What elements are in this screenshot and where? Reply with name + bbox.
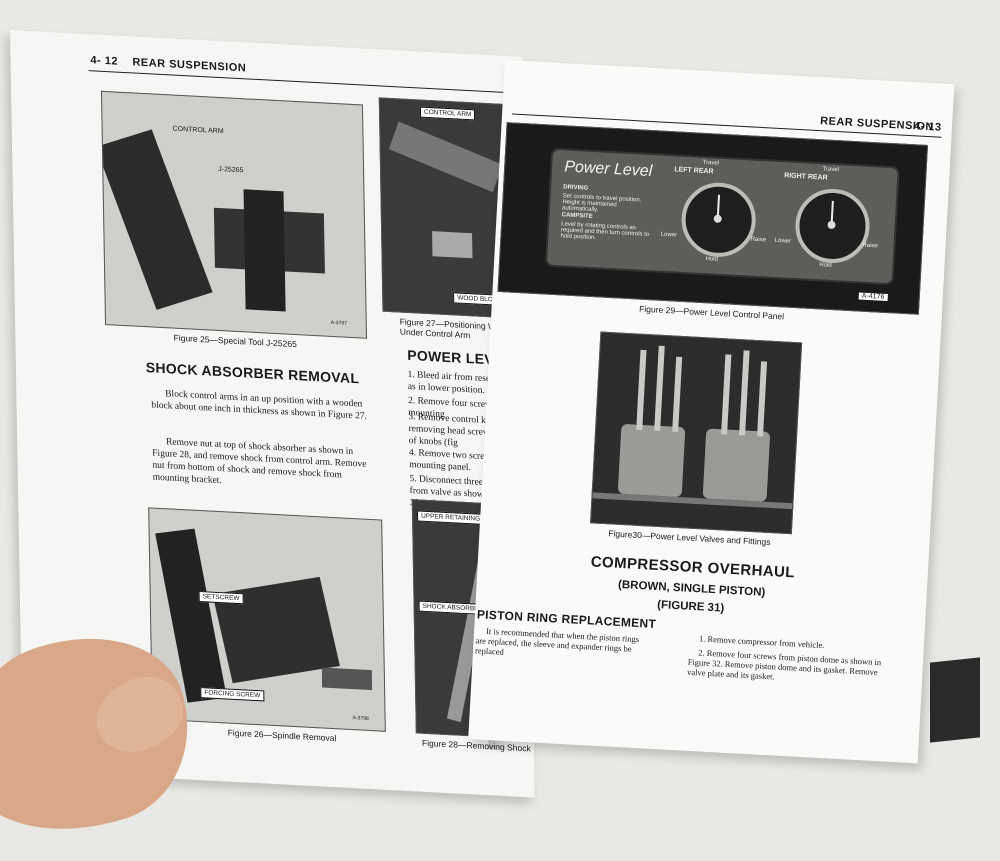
- panel-campsite-text: Level by rotating controls as required a…: [560, 221, 650, 242]
- right-rear-label: RIGHT REAR: [783, 172, 828, 182]
- left-header-rule: [88, 70, 509, 94]
- right-page: REAR SUSPENSION 4- 13 Power Level DRIVIN…: [468, 60, 955, 764]
- fig25-label-control-arm: CONTROL ARM: [172, 125, 224, 136]
- shock-paragraph-1: Block control arms in an up position wit…: [151, 389, 368, 422]
- left-dial-hold: Hold: [705, 256, 719, 263]
- fig25-code: A-3797: [330, 319, 347, 327]
- right-dial-travel: Travel: [822, 166, 840, 174]
- fig27-label-control-arm: CONTROL ARM: [419, 106, 476, 121]
- right-page-number: 4- 13: [913, 120, 942, 134]
- panel-title: Power Level: [563, 158, 653, 181]
- right-rear-dial: [793, 187, 872, 265]
- fig29-code: A-4176: [858, 292, 888, 302]
- left-rear-dial: [679, 180, 758, 259]
- left-page-header: REAR SUSPENSION: [132, 56, 247, 75]
- panel-driving-label: DRIVING: [563, 184, 589, 192]
- shock-absorber-heading: SHOCK ABSORBER REMOVAL: [145, 359, 360, 387]
- book-stack-edge: [930, 657, 980, 743]
- left-dial-travel: Travel: [702, 159, 720, 167]
- right-dial-raise: Raise: [862, 242, 878, 250]
- left-rear-label: LEFT REAR: [674, 166, 714, 176]
- piston-ring-paragraph: It is recommended that when the piston r…: [474, 625, 640, 657]
- power-level-panel: Power Level DRIVING Set controls to trav…: [544, 147, 900, 286]
- shock-paragraph-2: Remove nut at top of shock absorber as s…: [152, 437, 367, 487]
- left-dial-lower: Lower: [660, 231, 678, 239]
- fig25-label-tool: J-25265: [218, 165, 244, 175]
- left-dial-raise: Raise: [750, 236, 767, 244]
- right-dial-lower: Lower: [774, 237, 792, 245]
- figure-25-photo: CONTROL ARM J-25265 A-3797: [100, 90, 368, 339]
- compressor-step-2: 2. Remove four screws from piston dome a…: [686, 647, 882, 682]
- fig26-label-setscrew: SETSCREW: [198, 590, 244, 605]
- figure-30-photo: [590, 331, 803, 535]
- left-page-number: 4- 12: [90, 54, 119, 68]
- figure-29-photo: Power Level DRIVING Set controls to trav…: [497, 122, 929, 315]
- fig26-code: A-3798: [352, 715, 369, 722]
- right-dial-hold: Hold: [819, 262, 832, 269]
- panel-campsite-label: CAMPSITE: [561, 212, 593, 220]
